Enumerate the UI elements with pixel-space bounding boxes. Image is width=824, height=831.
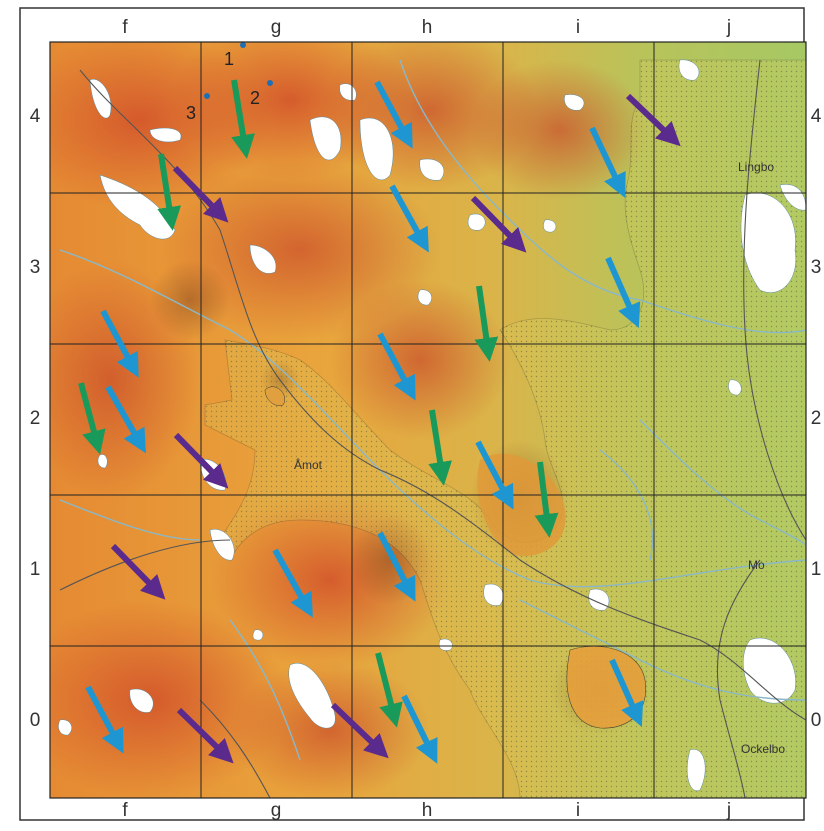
arrow-blue (85, 685, 124, 754)
arrow-purple (470, 195, 527, 253)
place-label-amot: Åmot (294, 458, 323, 472)
arrow-blue (609, 658, 644, 727)
column-label-j-top: j (726, 17, 732, 38)
arrow-blue (377, 531, 416, 602)
arrow-purple (176, 707, 234, 764)
column-label-i-bottom: i (575, 800, 581, 821)
row-label-4-right: 4 (810, 106, 822, 127)
arrow-blue (389, 184, 429, 253)
arrow-green (534, 461, 559, 538)
row-label-2-right: 2 (810, 408, 822, 429)
arrow-purple (110, 543, 166, 600)
arrow-blue (100, 309, 139, 378)
column-label-g-top: g (270, 17, 282, 38)
arrow-blue (377, 332, 416, 401)
arrow-blue (475, 440, 514, 510)
column-label-h-top: h (421, 17, 433, 38)
row-label-1-right: 1 (810, 559, 822, 580)
row-label-2-left: 2 (29, 408, 41, 429)
column-label-j-bottom: j (726, 800, 732, 821)
row-label-1-left: 1 (29, 559, 41, 580)
arrow-blue (272, 548, 313, 618)
arrow-purple (173, 432, 229, 489)
site-label-1: 1 (224, 49, 235, 69)
site-label-3: 3 (186, 103, 197, 123)
arrow-blue (589, 126, 626, 198)
row-label-3-right: 3 (810, 257, 822, 278)
arrow-green (474, 285, 499, 362)
row-label-0-right: 0 (810, 710, 822, 731)
arrow-blue (605, 256, 641, 328)
column-label-h-bottom: h (421, 800, 433, 821)
arrow-blue (401, 694, 438, 764)
arrow-purple (172, 165, 229, 223)
arrow-green (375, 652, 403, 728)
ice-flow-arrows (78, 79, 681, 764)
arrow-green (78, 382, 106, 455)
arrow-blue (374, 80, 413, 149)
column-label-g-bottom: g (270, 800, 282, 821)
row-label-0-left: 0 (29, 710, 41, 731)
column-label-f-bottom: f (122, 800, 128, 821)
arrow-green (157, 153, 182, 231)
arrow-purple (330, 702, 389, 759)
site-label-2: 2 (250, 88, 261, 108)
site-dots (204, 42, 273, 99)
row-label-4-left: 4 (29, 106, 41, 127)
arrow-green (428, 409, 453, 486)
grid-lines (50, 42, 806, 798)
arrow-purple (625, 93, 681, 147)
column-label-f-top: f (122, 17, 128, 38)
row-label-3-left: 3 (29, 257, 41, 278)
arrow-green (231, 79, 255, 159)
place-label-mo: Mo (748, 558, 765, 572)
arrow-blue (105, 385, 146, 454)
place-label-ockelbo: Ockelbo (741, 742, 786, 756)
place-label-lingbo: Lingbo (738, 160, 775, 174)
map-border (49, 41, 807, 799)
column-label-i-top: i (575, 17, 581, 38)
